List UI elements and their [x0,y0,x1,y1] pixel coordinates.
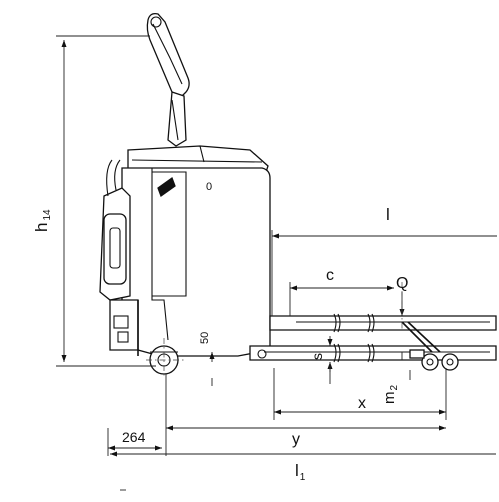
body-marker: 0 [206,181,212,193]
label-x: x [358,395,366,412]
label-s: s [309,353,325,360]
truck-body [99,145,271,378]
label-h14: h14 [32,209,53,232]
dimension-lines [56,35,497,491]
label-l1: l1 [295,461,306,483]
tiller-handle [146,12,190,147]
label-50: 50 [199,332,211,344]
label-l: l [386,205,390,224]
fork-arms [249,313,497,371]
label-m2: m2 [381,385,400,405]
dimension-labels: h14 l c Q s 50 x m2 y 264 l1 0 [32,181,408,483]
label-q: Q [396,275,408,292]
label-264: 264 [122,429,146,445]
label-c: c [326,267,334,284]
label-y: y [292,431,300,448]
